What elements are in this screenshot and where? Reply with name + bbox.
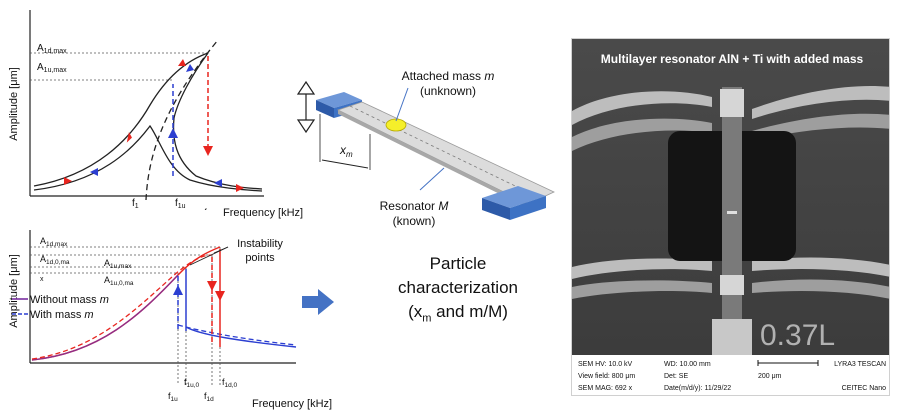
sem-info-mag: SEM MAG: 692 x [578,385,633,392]
top-backbone-curve [145,39,219,201]
sem-beam-top-pad [720,89,744,117]
top-label-a1d: A1d,max [37,43,67,55]
bottom-jump-blue-head [173,285,183,295]
bottom-label-a1d0: A1d,0,ma [40,254,70,266]
bottom-label-f1d0: f1d,0 [222,377,238,389]
bottom-label-a1u: A1u,max [104,258,132,270]
sem-beam [722,87,742,327]
sem-title: Multilayer resonator AlN + Ti with added… [601,52,864,66]
resonator-label: Resonator M(known) [380,199,449,228]
top-arrow-blue-1 [90,168,98,176]
vibration-arrow-icon [296,80,316,134]
bottom-label-f1u0: f1u,0 [184,377,200,389]
bottom-y-axis-label: Amplitude [μm] [8,254,20,328]
bottom-curve-without-tail [185,326,297,348]
sem-info-hv: SEM HV: 10.0 kV [578,361,633,368]
bottom-jump-red-dashed-head [207,281,217,291]
particle-characterization-text: Particle characterization (xm and m/M) [388,252,528,330]
bottom-label-f1u: f1u [168,391,178,403]
bottom-curve-without-purple [31,274,179,361]
sem-info-det: Det: SE [664,373,688,380]
top-label-f1: f1 [132,198,139,210]
attached-mass-label: Attached mass m(unknown) [402,69,495,98]
sem-overlay-label: 0.37L [760,319,835,352]
bottom-label-a1u0: A1u,0,ma [104,275,134,287]
attached-mass [385,118,407,132]
top-label-f1d: f1d [204,208,215,210]
bottom-curve-with-dashed [31,254,213,360]
xm-label: xm [339,143,353,159]
bottom-label-f1d: f1d [204,391,214,403]
bottom-x-axis-label: Frequency [kHz] [252,398,333,410]
sem-info-bar [572,355,889,395]
sem-electrode-bot-right [752,257,889,277]
top-arrow-red-1 [64,177,72,185]
top-jump-down-arrowhead [203,146,213,156]
particle-line-1: Particle [429,254,487,273]
sem-added-mass [727,211,737,214]
top-arrow-blue-2 [186,64,194,72]
sem-electrode-top-left [572,91,712,125]
attached-mass-pointer [395,87,409,122]
top-linear-curve [33,124,263,192]
sem-info-date: Date(m/d/y): 11/29/22 [664,385,731,392]
sem-electrode-top-right [752,85,889,119]
resonator-schematic: xm Resonator M(known) Attached mass m(un… [296,69,555,228]
sem-electrode-bot-right-2 [752,279,889,299]
top-arrow-red-4 [236,184,244,192]
resonator-pointer [419,167,445,191]
particle-line-2: characterization [397,278,518,297]
sem-anchor-bottom [712,319,752,361]
bottom-curve-with-tail-dashed [177,324,297,346]
sem-scale-label: 200 μm [758,373,782,380]
legend-with-label: With mass m [30,309,94,321]
top-nonlinear-fold [172,52,263,190]
sem-info-vf: View field: 800 μm [578,373,635,380]
sem-electrode-bot-left [572,258,712,279]
top-arrow-blue-3 [214,179,222,187]
top-jump-up-arrowhead [168,128,178,138]
top-response-chart: Amplitude [μm] A1d,max A1u,max f1 f1u f1… [8,10,264,210]
flow-arrow-icon [302,289,334,315]
sem-electrode-bot-left-2 [572,280,712,299]
top-label-f1u: f1u [175,198,186,210]
sem-brand-1: LYRA3 TESCAN [834,361,886,368]
sem-electrode-top-left-2 [572,118,712,151]
instability-pointer-2 [213,246,229,254]
top-arrow-red-2 [126,132,132,143]
sem-beam-bottom-pad [720,275,744,295]
bottom-label-a1d: A1d,max [40,236,68,248]
top-nonlinear-upper [33,52,209,187]
sem-electrode-top-right-2 [752,113,889,141]
top-label-a1u: A1u,max [37,62,67,74]
top-y-axis-label: Amplitude [μm] [8,67,20,141]
bottom-jump-red-solid-head [215,291,225,301]
sem-micrograph: Multilayer resonator AlN + Ti with added… [571,38,890,396]
xm-dimension-line [321,159,369,169]
sem-info-wd: WD: 10.00 mm [664,361,711,368]
top-arrow-red-3 [178,59,186,66]
bottom-label-a1d0-x: x [40,276,44,283]
particle-line-3: (xm and m/M) [408,302,508,325]
legend-without-label: Without mass m [30,294,109,306]
sem-brand-2: CEITEC Nano [842,385,886,392]
top-x-axis-label: Frequency [kHz] [223,207,304,219]
right-electrode [482,186,546,220]
